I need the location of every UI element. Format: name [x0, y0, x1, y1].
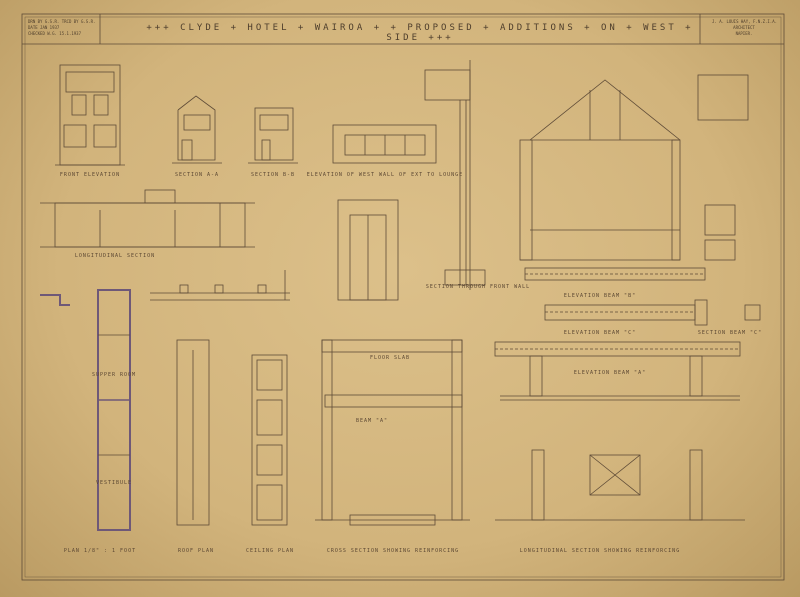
- label-long-section: LONGITUDINAL SECTION SHOWING REINFORCING: [519, 548, 681, 554]
- floor-plan-drawing: [40, 289, 131, 531]
- label-supper-room: SUPPER ROOM: [91, 372, 137, 378]
- drawn-by: DRN BY G.S.R. TRCD BY G.S.R.: [28, 19, 96, 24]
- label-ceiling-plan: CEILING PLAN: [245, 548, 295, 554]
- architect-name: J. A. LOUIS HAY, F.N.Z.I.A.: [712, 19, 778, 24]
- front-wall-section-drawing: [424, 60, 486, 290]
- ceiling-plan-drawing: [251, 354, 288, 526]
- label-section-front-wall: SECTION THROUGH FRONT WALL: [425, 284, 531, 290]
- door-elevation-drawing: [337, 199, 399, 301]
- label-longitudinal-section: LONGITUDINAL SECTION: [74, 253, 156, 259]
- label-cross-section: CROSS SECTION SHOWING REINFORCING: [326, 548, 460, 554]
- label-elevation-beam-b: ELEVATION BEAM "B": [563, 293, 637, 299]
- sheet-title: +++ CLYDE + HOTEL + WAIROA + + PROPOSED …: [146, 23, 694, 43]
- beam-b-elevation: [524, 267, 706, 281]
- longitudinal-section-drawing: [40, 189, 255, 248]
- checked-by: CHECKED W.G. 15.1.1937: [28, 31, 81, 36]
- architect-location: NAPIER.: [735, 31, 753, 36]
- section-bb-drawing: [248, 107, 298, 164]
- label-elevation-beam-a: ELEVATION BEAM "A": [573, 370, 647, 376]
- roof-plan-drawing: [176, 339, 210, 526]
- date: DATE JAN 1937: [28, 25, 60, 30]
- title-block-right: J. A. LOUIS HAY, F.N.Z.I.A. ARCHITECT NA…: [712, 19, 778, 37]
- west-wall-elevation-drawing: [332, 124, 437, 164]
- label-elevation-beam-c: ELEVATION BEAM "C": [563, 330, 637, 336]
- section-aa-drawing: [172, 95, 222, 164]
- label-floor-slab: FLOOR SLAB: [369, 355, 411, 361]
- detail-drawings-right: [697, 74, 761, 321]
- longitudinal-reinforcing-section: [495, 449, 745, 521]
- label-plan: PLAN 1/8" : 1 FOOT: [63, 548, 137, 554]
- architect-title: ARCHITECT: [733, 25, 755, 30]
- label-roof-plan: ROOF PLAN: [177, 548, 215, 554]
- label-front-elevation: FRONT ELEVATION: [59, 172, 121, 178]
- title-block-left: DRN BY G.S.R. TRCD BY G.S.R. DATE JAN 19…: [28, 19, 95, 37]
- sheet-border: [21, 13, 785, 581]
- section-through-lounge-drawing: [150, 270, 290, 301]
- roof-section-drawing: [519, 79, 681, 261]
- label-section-bb: SECTION B-B: [250, 172, 296, 178]
- label-section-beam-c: SECTION BEAM "C": [697, 330, 763, 336]
- front-elevation-drawing: [55, 64, 125, 166]
- beam-c-elevation: [544, 299, 708, 326]
- label-beam-a: BEAM "A": [355, 418, 389, 424]
- cross-section-drawing: [315, 339, 470, 526]
- label-vestibule: VESTIBULE: [95, 480, 133, 486]
- label-west-wall-elevation: ELEVATION OF WEST WALL OF EXT TO LOUNGE: [306, 172, 464, 178]
- label-section-aa: SECTION A-A: [174, 172, 220, 178]
- beam-a-elevation: [494, 341, 741, 401]
